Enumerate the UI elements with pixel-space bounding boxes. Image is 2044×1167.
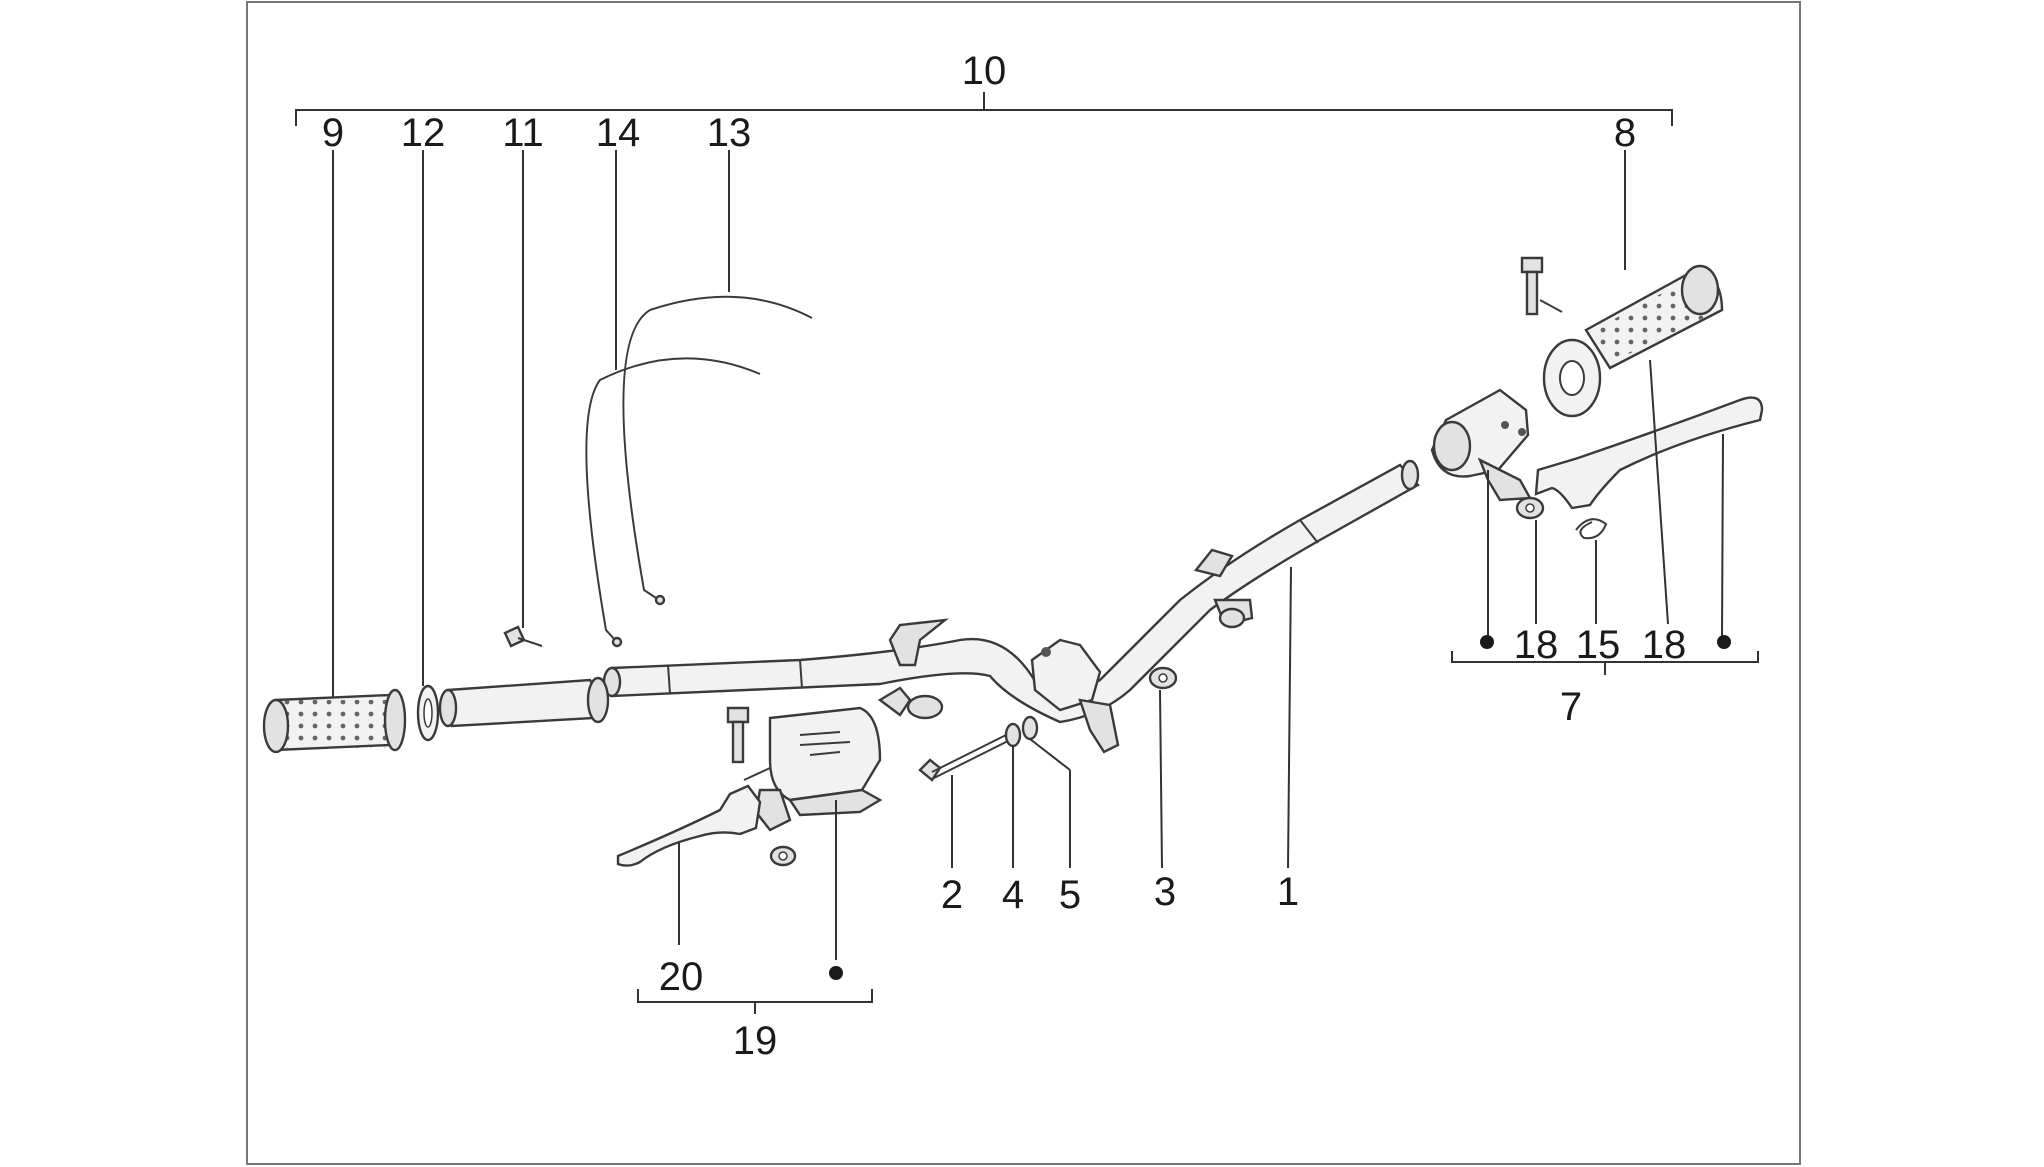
spring-15 [1575, 518, 1608, 540]
marker-dot-7-left [1480, 635, 1494, 649]
callout-19: 19 [733, 1019, 778, 1063]
callout-8: 8 [1614, 111, 1636, 155]
right-bolt [1520, 256, 1563, 316]
right-lever [1534, 396, 1764, 510]
left-lever [616, 784, 762, 867]
diagram-frame [246, 1, 1801, 1165]
bolt-2 [918, 733, 1011, 782]
callout-1: 1 [1277, 870, 1299, 914]
handlebar-tube [602, 459, 1420, 724]
nut-3 [1148, 666, 1178, 690]
marker-dot-7-right [1717, 635, 1731, 649]
nut-lower [769, 845, 797, 867]
master-cylinder-bolt [726, 706, 771, 781]
callout-10: 10 [962, 49, 1007, 93]
callout-9: 9 [322, 111, 344, 155]
callout-18-nut: 18 [1514, 623, 1559, 667]
callout-20: 20 [659, 955, 704, 999]
center-clamp [1030, 638, 1120, 754]
right-lever-bracket [1430, 388, 1532, 502]
callout-14: 14 [596, 111, 641, 155]
callout-7: 7 [1560, 685, 1582, 729]
callout-13: 13 [707, 111, 752, 155]
callout-2: 2 [941, 873, 963, 917]
callout-4: 4 [1002, 873, 1024, 917]
left-grip [262, 688, 407, 754]
right-grip [1542, 264, 1724, 418]
callout-3: 3 [1154, 870, 1176, 914]
callout-11: 11 [502, 111, 544, 155]
washer [416, 684, 440, 742]
leader-lines [332, 150, 1759, 1014]
bracket-10 [295, 92, 1673, 126]
left-bar-sleeve [438, 676, 610, 728]
washer-4 [1004, 722, 1022, 748]
marker-dot-19 [829, 966, 843, 980]
washer-5 [1021, 715, 1039, 741]
nut-18 [1515, 496, 1545, 520]
master-cylinder [754, 706, 883, 832]
callout-15: 15 [1576, 623, 1621, 667]
screw-11 [503, 625, 543, 648]
cables [585, 295, 813, 648]
callout-5: 5 [1059, 873, 1081, 917]
callout-12: 12 [401, 111, 446, 155]
callout-18-lever: 18 [1642, 623, 1687, 667]
